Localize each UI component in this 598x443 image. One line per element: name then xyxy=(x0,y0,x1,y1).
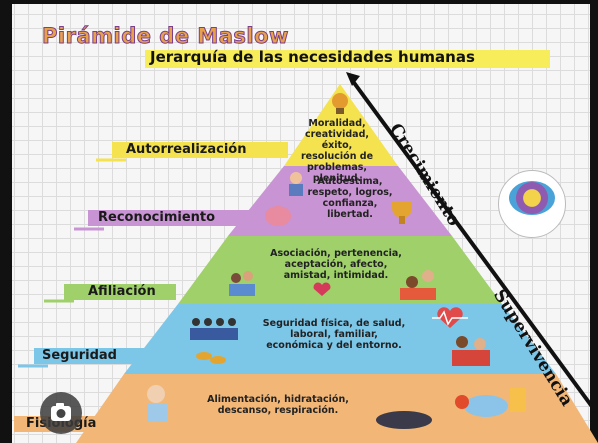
brand-logo xyxy=(498,170,566,238)
top-border xyxy=(0,0,598,4)
sleeping-icon xyxy=(376,411,432,429)
label-strip-afiliacion xyxy=(64,284,176,300)
band-autorrealizacion xyxy=(284,84,398,166)
text-fisiologia: Alimentación, hidratación, descanso, res… xyxy=(207,394,349,416)
text-autorrealizacion: Moralidad, creatividad, éxito, resolució… xyxy=(300,118,374,184)
subtitle-highlight xyxy=(145,50,550,68)
subtitle: Jerarquía de las necesidades humanas xyxy=(150,48,475,66)
logo-emblem xyxy=(509,181,555,215)
camera-icon[interactable] xyxy=(40,392,82,434)
label-afiliacion: Afiliación xyxy=(88,284,156,299)
label-seguridad: Seguridad xyxy=(42,348,117,363)
parents-child-icon xyxy=(452,336,490,366)
team-icon xyxy=(190,318,238,340)
brain-icon xyxy=(265,206,291,226)
growth-arrow-line xyxy=(350,78,598,414)
heart-icon xyxy=(313,282,331,296)
label-reconocimiento: Reconocimiento xyxy=(98,210,216,225)
label-strip-autorrealizacion xyxy=(112,142,288,158)
band-afiliacion xyxy=(178,236,502,304)
band-fisiologia xyxy=(76,374,598,443)
group-icon xyxy=(229,271,255,296)
text-afiliacion: Asociación, pertenencia, aceptación, afe… xyxy=(270,248,402,281)
growth-arrow-head xyxy=(346,72,360,86)
text-reconocimiento: Autoestima, respeto, logros, confianza, … xyxy=(307,176,393,220)
title: Pirámide de Maslow xyxy=(42,24,289,49)
drinking-icon xyxy=(147,385,167,422)
trophy-icon xyxy=(392,202,412,224)
right-border xyxy=(590,0,598,443)
food-icon xyxy=(455,388,526,417)
label-strip-reconocimiento xyxy=(88,210,250,226)
teacher-icon xyxy=(289,172,303,196)
family-icon xyxy=(400,270,436,300)
left-border xyxy=(0,0,12,443)
lightbulb-icon xyxy=(332,93,348,114)
coins-icon xyxy=(196,352,226,364)
text-seguridad: Seguridad física, de salud, laboral, fam… xyxy=(262,318,406,351)
label-strip-seguridad xyxy=(34,348,144,364)
heartbeat-icon xyxy=(432,307,468,328)
label-autorrealizacion: Autorrealización xyxy=(126,142,247,157)
